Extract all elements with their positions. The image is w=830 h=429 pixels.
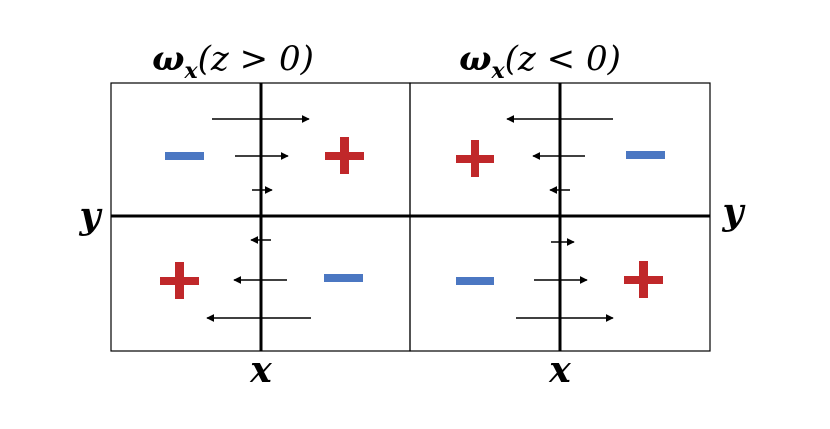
panel-left-title: ωx(z > 0) (152, 39, 314, 84)
plus-sign-left-bottom (160, 262, 199, 299)
minus-sign-left-top (165, 152, 204, 160)
panel-right-title: ωx(z < 0) (459, 39, 621, 84)
minus-sign-right-bottom (456, 277, 494, 285)
plus-sign-right-top (456, 140, 494, 177)
x-label-left: x (249, 349, 272, 391)
plus-sign-left-top (325, 137, 364, 174)
minus-sign-left-bottom (324, 274, 363, 282)
x-label-right: x (548, 349, 571, 391)
plus-sign-right-bottom (624, 261, 663, 298)
minus-sign-right-top (626, 151, 665, 159)
y-label-left: y (79, 195, 103, 237)
y-label-right: y (722, 191, 746, 233)
